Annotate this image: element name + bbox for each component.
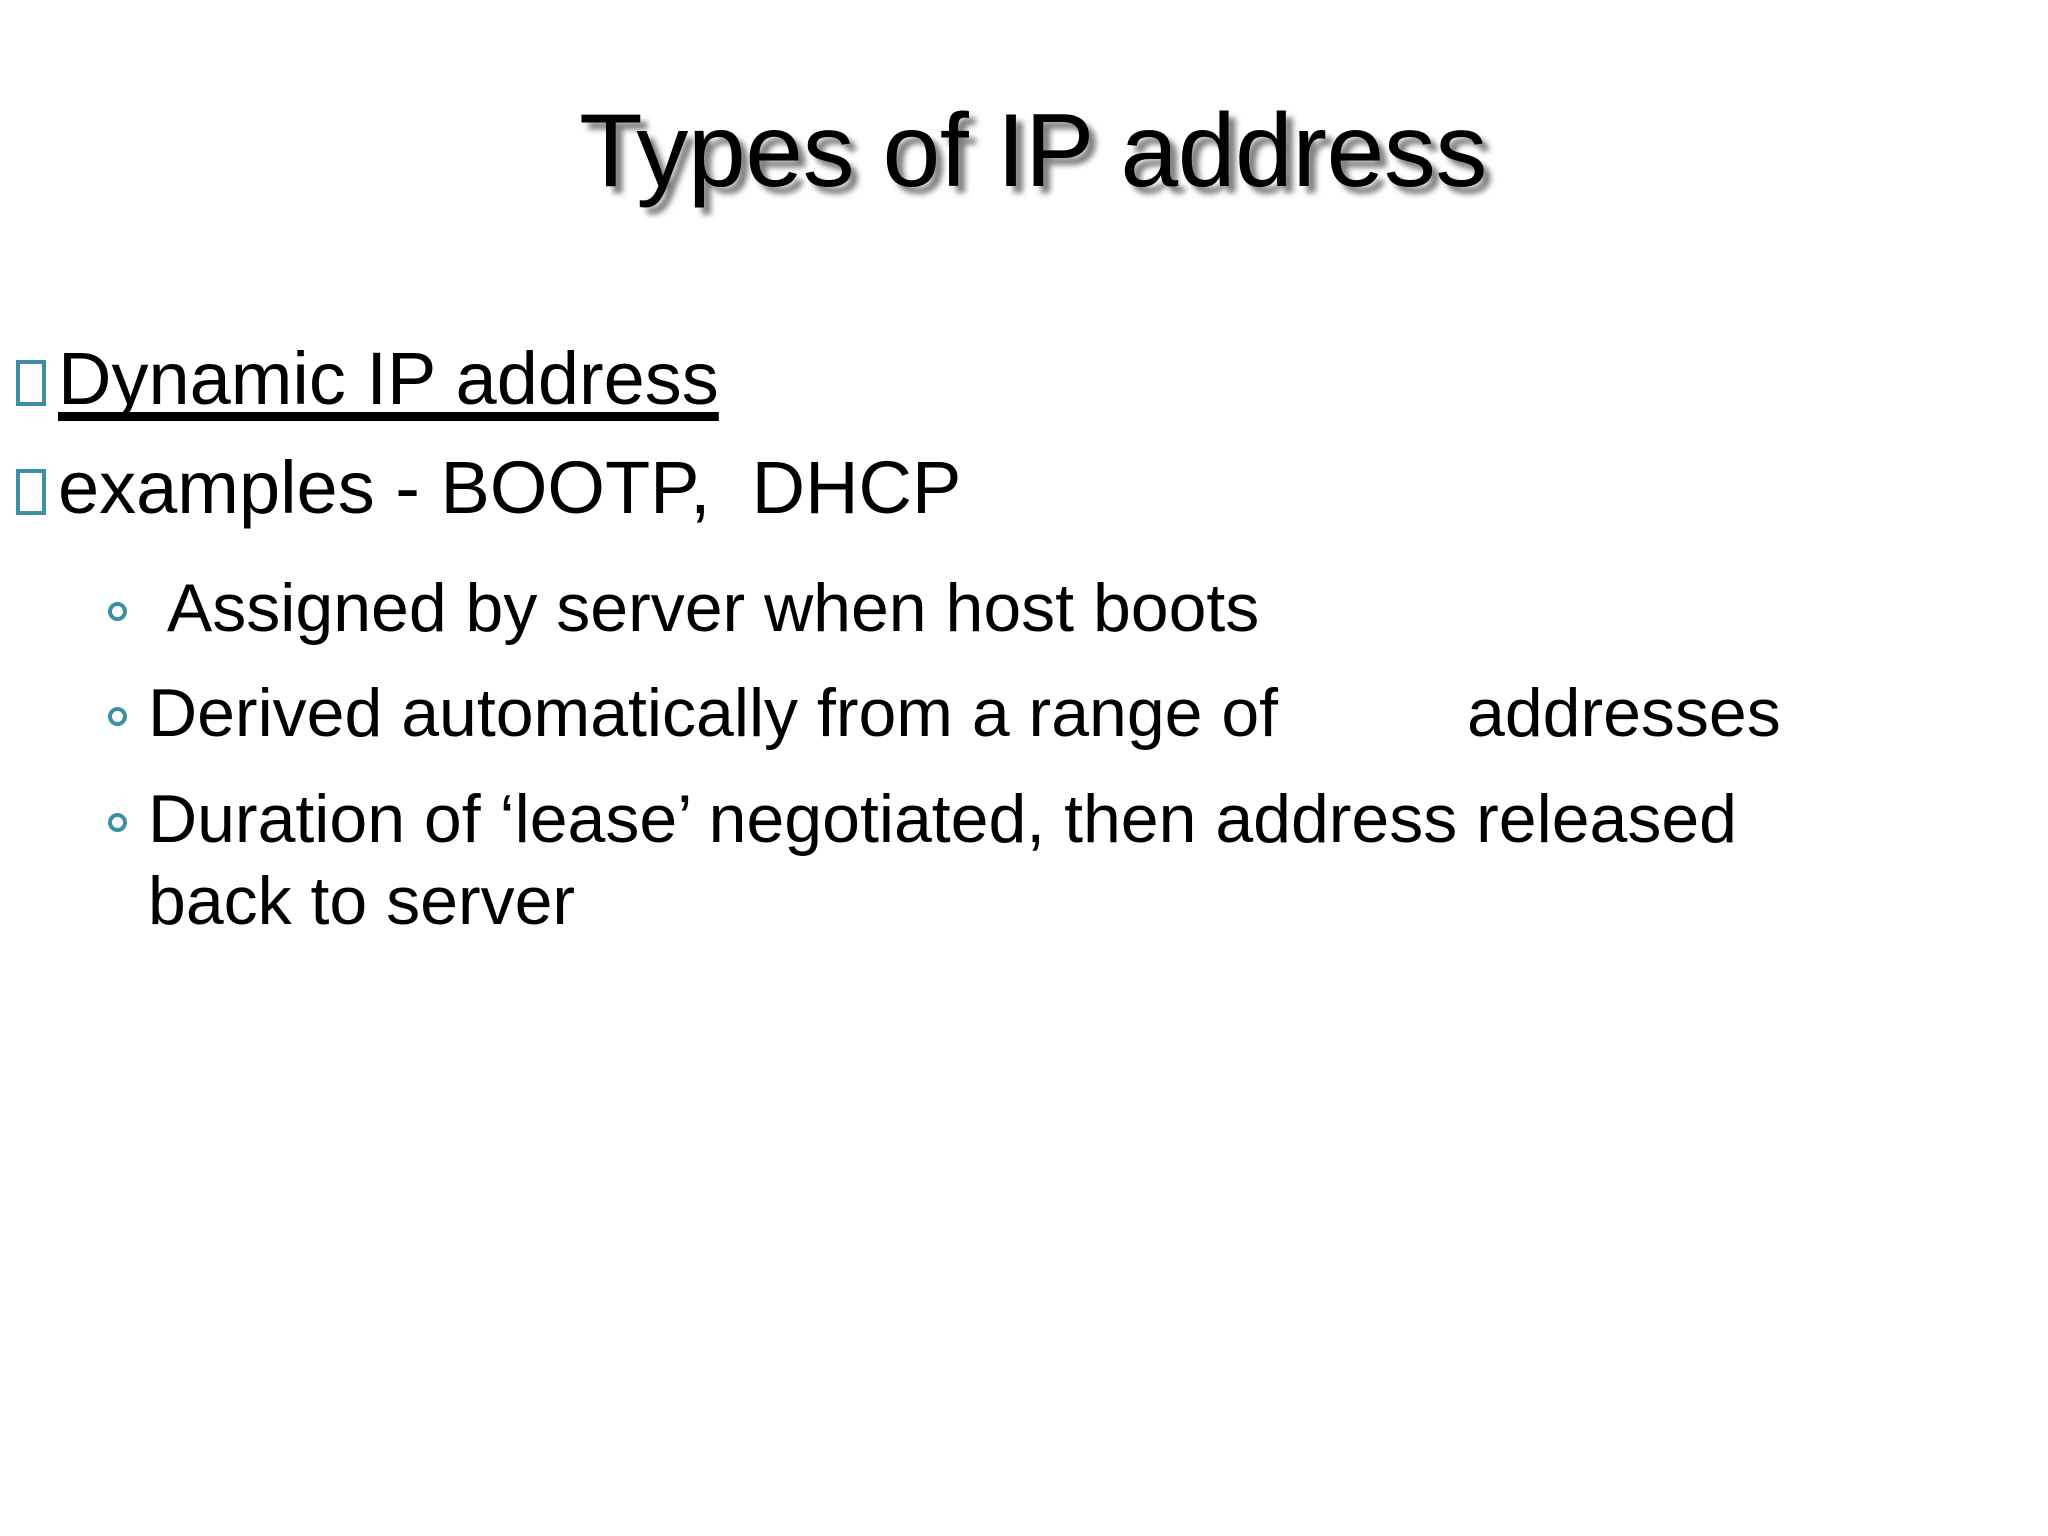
bullet-item-examples: examples - BOOTP, DHCP — [16, 445, 2006, 530]
square-bullet-icon — [16, 468, 46, 515]
slide-body-placeholder: Dynamic IP address examples - BOOTP, DHC… — [16, 337, 2006, 956]
square-bullet-icon — [16, 360, 46, 406]
sub-bullet-text: Assigned by server when host boots — [148, 569, 1260, 646]
circle-bullet-icon — [108, 812, 127, 832]
sub-bullet-text: Derived automatically from a range of ad… — [148, 675, 1781, 752]
sub-bullet-item-derived-automatically: Derived automatically from a range of ad… — [16, 673, 2006, 755]
bullet-text: Dynamic IP address — [58, 337, 719, 420]
sub-bullet-item-assigned-by-server: Assigned by server when host boots — [16, 568, 2006, 650]
bullet-item-dynamic-ip-address: Dynamic IP address — [16, 337, 2006, 421]
circle-bullet-icon — [108, 601, 127, 621]
page-title: Types of IP address — [579, 93, 1487, 209]
sub-bullet-text: Duration of ‘lease’ negotiated, then add… — [148, 780, 1756, 939]
bullet-text: examples - BOOTP, DHCP — [58, 445, 962, 529]
slide-title-placeholder: Types of IP address — [0, 96, 2048, 206]
sub-bullet-item-duration-of-lease: Duration of ‘lease’ negotiated, then add… — [16, 779, 2006, 942]
circle-bullet-icon — [108, 707, 127, 727]
